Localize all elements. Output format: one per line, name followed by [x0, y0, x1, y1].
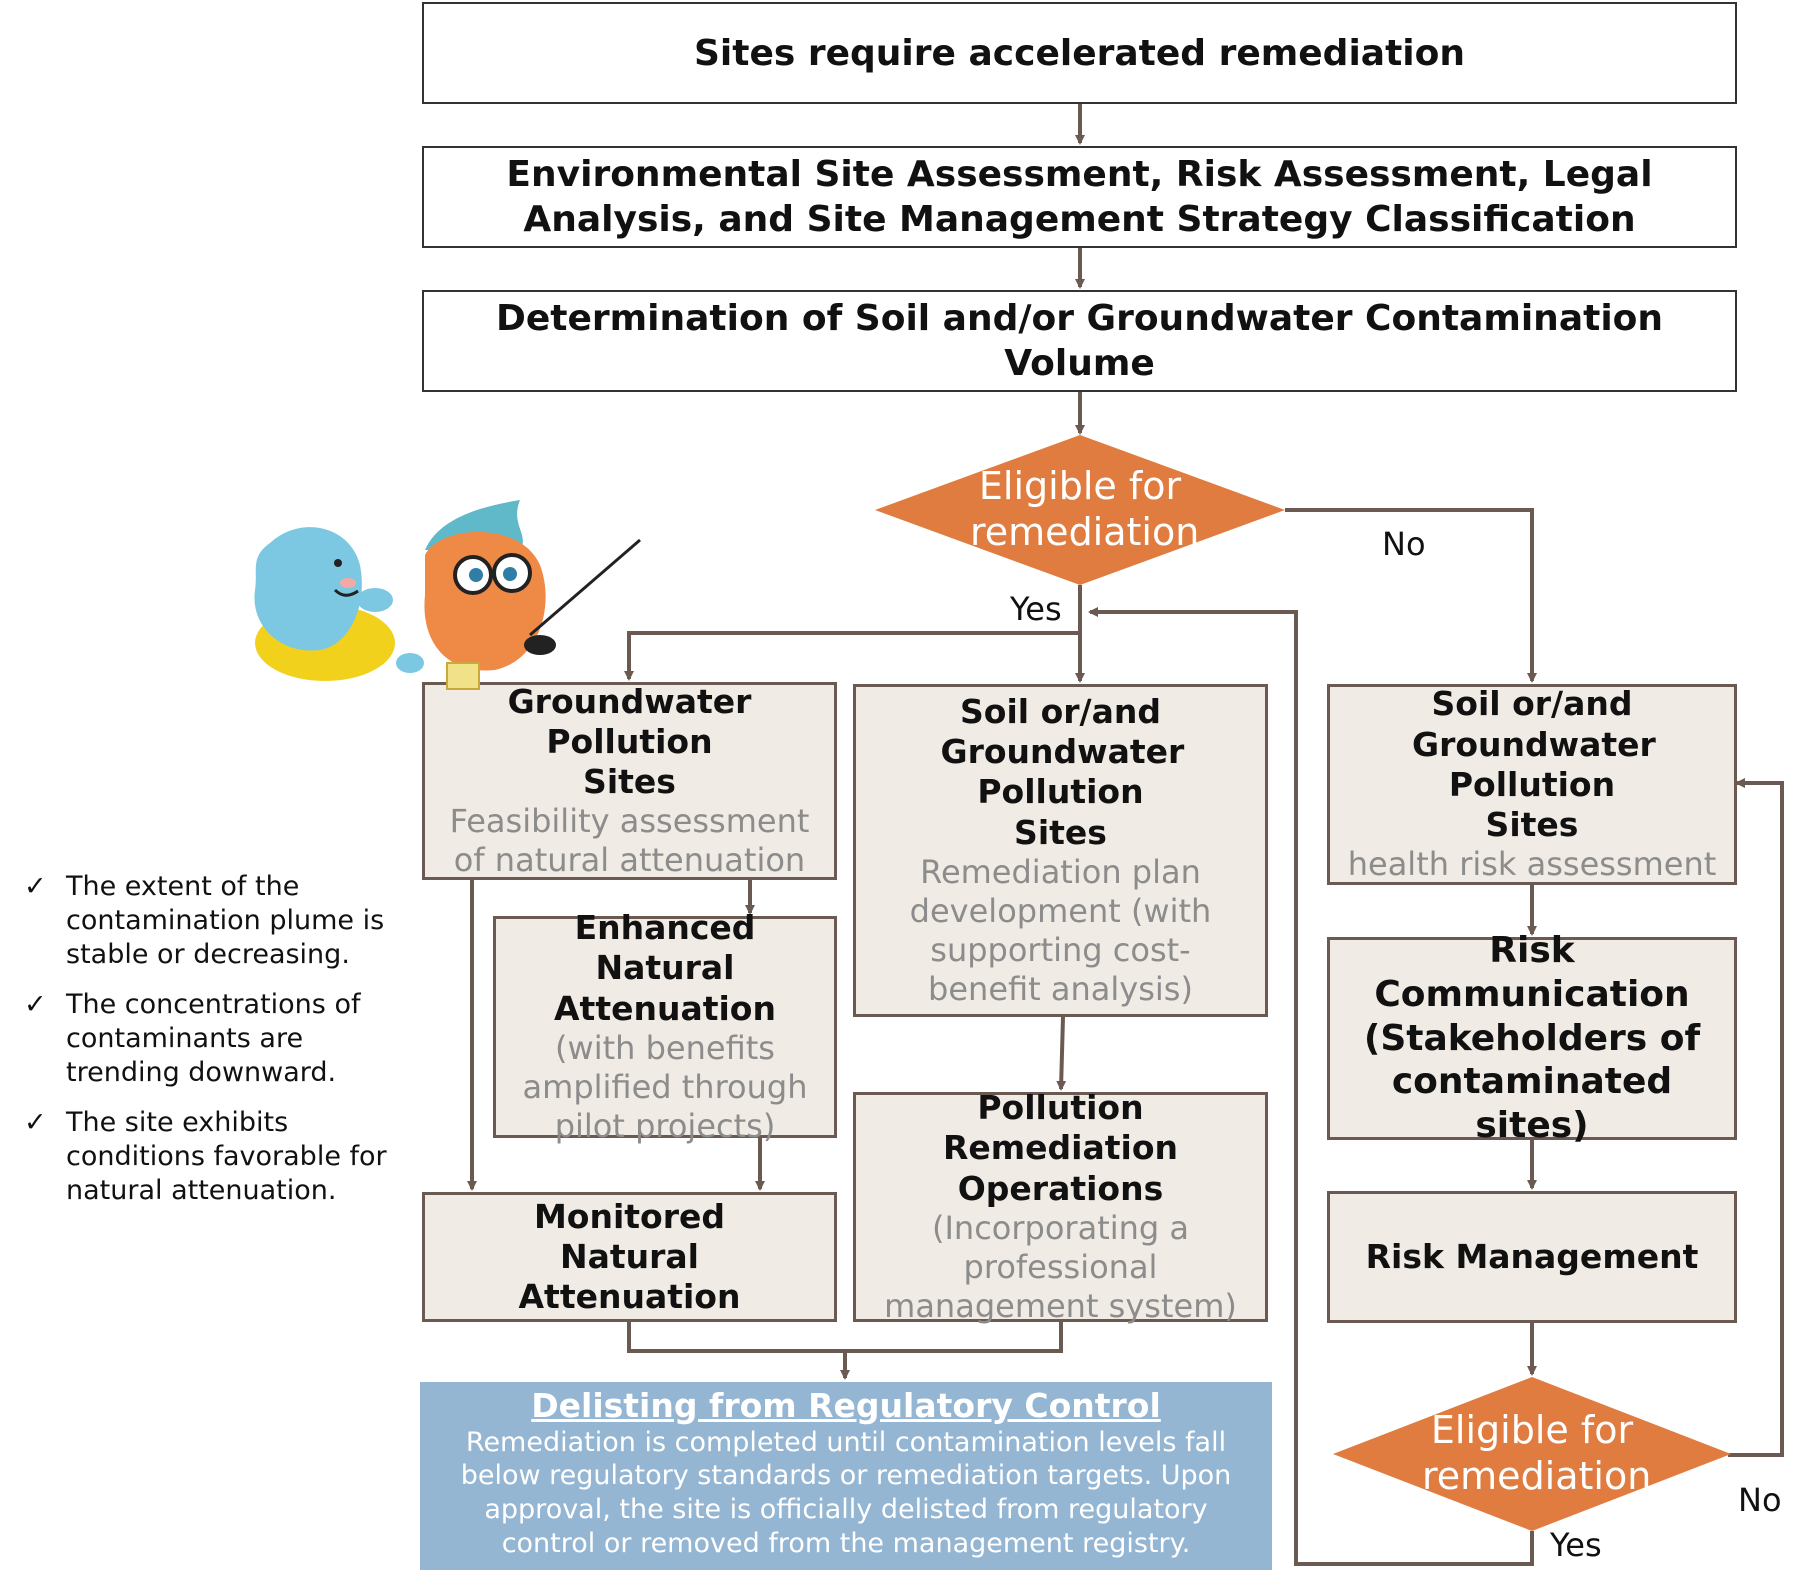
mascot-illustration: [254, 500, 641, 690]
check-icon: ✓: [24, 871, 47, 902]
remediation-operations-sub: (Incorporating a professional management…: [884, 1208, 1237, 1325]
check-icon: ✓: [24, 1107, 47, 1138]
remediation-plan-box: Soil or/and Groundwater Pollution Sites …: [853, 684, 1268, 1017]
health-risk-box: Soil or/and Groundwater Pollution Sites …: [1327, 684, 1737, 885]
criteria-item: ✓ The extent of the contamination plume …: [24, 870, 404, 971]
monitored-attenuation-title: Monitored Natural Attenuation: [518, 1196, 741, 1317]
diamond-shape: [1333, 1377, 1731, 1531]
criteria-item: ✓ The site exhibits conditions favorable…: [24, 1106, 404, 1207]
delisting-body: Remediation is completed until contamina…: [460, 1426, 1232, 1559]
monitored-attenuation-box: Monitored Natural Attenuation: [422, 1192, 837, 1322]
connector-no-top: [1285, 508, 1537, 683]
connector: [1056, 1016, 1067, 1091]
decision-label-top: Eligible for remediation: [970, 464, 1200, 554]
professor-mascot-icon: [424, 500, 641, 690]
groundwater-sites-title: Groundwater Pollution Sites: [507, 681, 763, 802]
delisting-title: Delisting from Regulatory Control: [531, 1386, 1161, 1425]
risk-management-title: Risk Management: [1365, 1236, 1699, 1276]
groundwater-sites-sub: Feasibility assessment of natural attenu…: [449, 802, 810, 880]
start-box-text: Sites require accelerated remediation: [694, 32, 1465, 74]
check-icon: ✓: [24, 989, 47, 1020]
decision-diamond-bottom: Eligible for remediation: [1333, 1377, 1731, 1531]
connector-yes-top: [624, 585, 1082, 681]
remediation-operations-box: Pollution Remediation Operations (Incorp…: [853, 1088, 1268, 1325]
connector-yes-loop: [1088, 607, 1534, 1566]
diamond-shape: [875, 435, 1285, 585]
volume-box: Determination of Soil and/or Groundwater…: [422, 290, 1737, 392]
remediation-plan-sub: Remediation plan development (with suppo…: [909, 852, 1212, 1009]
remediation-plan-title: Soil or/and Groundwater Pollution Sites: [940, 691, 1185, 852]
risk-communication-title: Risk Communication (Stakeholders of cont…: [1363, 929, 1701, 1147]
criteria-text: The site exhibits conditions favorable f…: [66, 1107, 387, 1206]
health-risk-sub: health risk assessment: [1347, 845, 1717, 884]
volume-box-text: Determination of Soil and/or Groundwater…: [495, 298, 1664, 384]
assessment-box: Environmental Site Assessment, Risk Asse…: [422, 146, 1737, 248]
connector-merge: [627, 1322, 1063, 1353]
yes-label-top: Yes: [1010, 590, 1062, 628]
start-box: Sites require accelerated remediation: [422, 2, 1737, 104]
remediation-operations-title: Pollution Remediation Operations: [942, 1088, 1178, 1208]
water-drop-mascot-icon: [254, 527, 424, 681]
no-label-top: No: [1382, 525, 1426, 563]
decision-diamond-top: Eligible for remediation: [875, 435, 1285, 585]
connector-no-bottom: [1728, 778, 1784, 1457]
groundwater-sites-box: Groundwater Pollution Sites Feasibility …: [422, 682, 837, 880]
delisting-box: Delisting from Regulatory Control Remedi…: [420, 1382, 1272, 1570]
no-label-bottom: No: [1738, 1481, 1782, 1519]
assessment-box-text: Environmental Site Assessment, Risk Asse…: [506, 154, 1653, 240]
yes-label-bottom: Yes: [1550, 1526, 1602, 1564]
health-risk-title: Soil or/and Groundwater Pollution Sites: [1412, 684, 1656, 845]
criteria-text: The extent of the contamination plume is…: [66, 871, 385, 970]
decision-label-bottom: Eligible for remediation: [1422, 1408, 1652, 1498]
criteria-text: The concentrations of contaminants are t…: [66, 989, 361, 1088]
enhanced-attenuation-sub: (with benefits amplified through pilot p…: [522, 1028, 808, 1145]
enhanced-attenuation-title: Enhanced Natural Attenuation: [554, 908, 776, 1028]
risk-communication-box: Risk Communication (Stakeholders of cont…: [1327, 930, 1737, 1146]
risk-management-box: Risk Management: [1327, 1191, 1737, 1323]
enhanced-attenuation-box: Enhanced Natural Attenuation (with benef…: [493, 908, 837, 1145]
criteria-item: ✓ The concentrations of contaminants are…: [24, 988, 404, 1089]
